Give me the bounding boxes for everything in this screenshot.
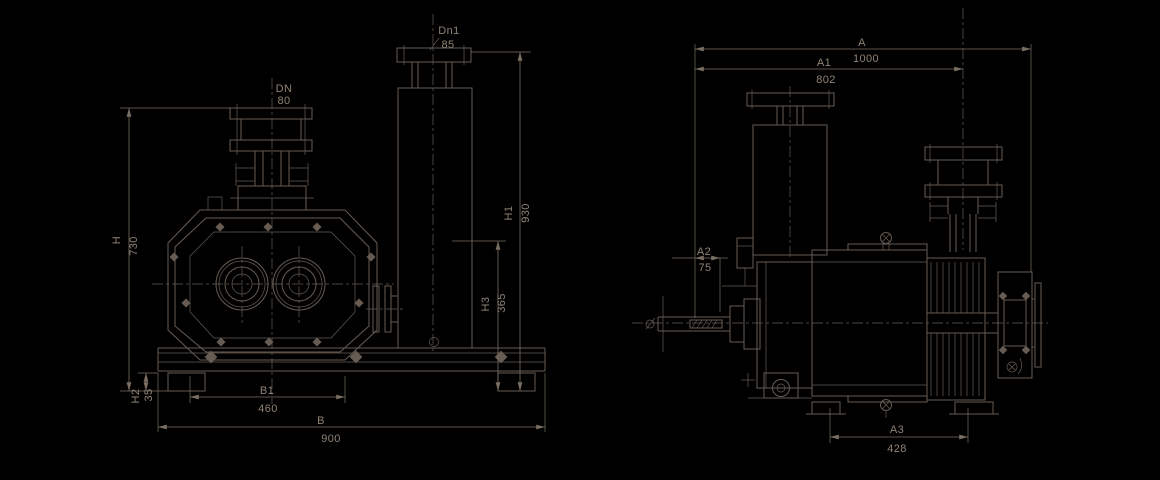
discharge-flange: DN 80 xyxy=(229,83,314,211)
end-housing xyxy=(997,271,1042,379)
dim-a2: A2 75 xyxy=(672,246,728,312)
dim-b-value: 900 xyxy=(321,433,341,445)
dim-h1-label: H1 xyxy=(503,206,515,221)
dim-h-value: 730 xyxy=(128,236,140,256)
dim-a: A 1000 xyxy=(694,37,1032,318)
casing xyxy=(167,196,378,361)
dim-a2-value: 75 xyxy=(698,262,711,274)
casing-bolts xyxy=(169,222,376,347)
foot-right xyxy=(497,372,536,392)
oil-sight-glass xyxy=(772,379,790,397)
drain-plug xyxy=(429,337,439,347)
lifting-lug xyxy=(207,196,223,211)
dim-b1-value: 460 xyxy=(258,403,278,415)
dim-h2-value: 35 xyxy=(143,388,155,401)
oil-drain-bolt xyxy=(1006,361,1018,373)
dim-h2: H2 35 xyxy=(130,372,158,404)
dim-h3-label: H3 xyxy=(480,297,492,312)
label-dn1: Dn1 xyxy=(438,25,459,37)
dim-h1: H1 930 xyxy=(471,51,532,391)
dim-a1-label: A1 xyxy=(817,57,831,69)
inlet-silencer: Dn1 85 xyxy=(396,25,473,349)
dim-b1-label: B1 xyxy=(260,385,274,397)
dim-a3-value: 428 xyxy=(887,443,907,455)
dim-h-label: H xyxy=(111,236,123,244)
bearing-cover-inner xyxy=(729,305,745,343)
bearing-cover xyxy=(743,298,761,350)
side-foot-left xyxy=(811,401,841,415)
side-discharge-flange xyxy=(924,8,1003,252)
dim-a1-value: 802 xyxy=(816,74,836,86)
dim-b-label: B xyxy=(317,415,325,427)
dim-h2-label: H2 xyxy=(130,389,142,404)
dim-a3: A3 428 xyxy=(829,408,969,455)
value-dn: 80 xyxy=(277,95,290,107)
front-centerlines xyxy=(152,14,434,404)
diameter-symbol xyxy=(645,319,655,329)
pulley-fins xyxy=(926,257,998,401)
side-feet xyxy=(741,372,999,415)
dim-a2-label: A2 xyxy=(697,246,711,258)
dim-h3: H3 365 xyxy=(452,240,508,391)
side-body xyxy=(722,232,928,418)
dim-a3-label: A3 xyxy=(890,424,904,436)
dim-a-label: A xyxy=(858,37,866,49)
dim-b: B 900 xyxy=(157,373,546,445)
side-port-flange xyxy=(366,285,404,333)
top-bolt xyxy=(880,232,892,244)
label-dn: DN xyxy=(276,83,293,95)
front-view: DN 80 Dn1 85 xyxy=(111,14,546,445)
dim-h1-value: 930 xyxy=(520,203,532,223)
side-inlet-silencer xyxy=(746,86,835,258)
drive-shaft xyxy=(645,296,761,352)
side-foot-right xyxy=(954,401,994,415)
dim-h: H 730 xyxy=(111,107,230,392)
dim-a1: A1 802 xyxy=(695,57,963,86)
oil-pot xyxy=(736,237,754,269)
side-view: A 1000 A1 802 A2 75 A3 428 xyxy=(632,8,1048,455)
dim-a-value: 1000 xyxy=(853,53,879,65)
dim-b1: B1 460 xyxy=(189,376,346,415)
foot-left xyxy=(167,372,206,392)
dim-h3-value: 365 xyxy=(496,293,508,313)
value-dn1: 85 xyxy=(441,39,454,51)
